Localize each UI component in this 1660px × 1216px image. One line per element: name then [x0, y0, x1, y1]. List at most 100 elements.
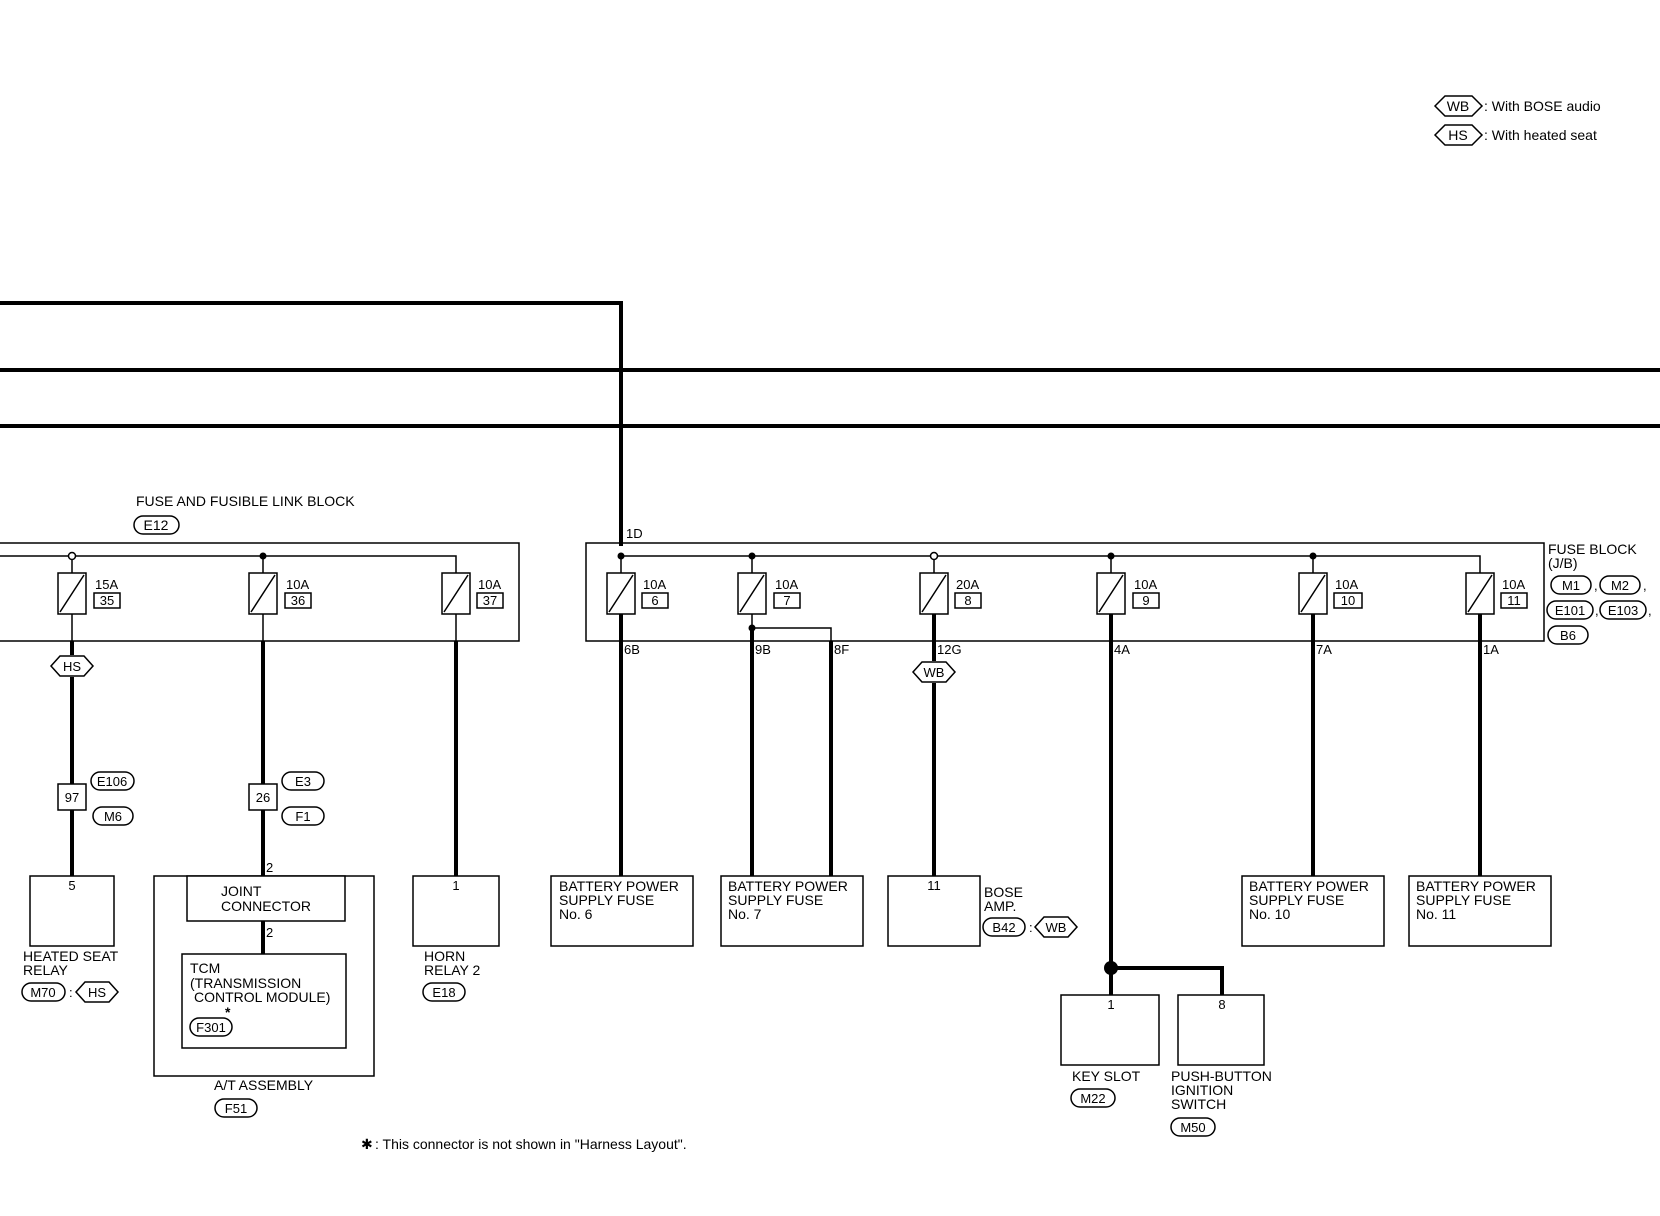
open-splice	[67, 551, 77, 561]
fuse-8-number: 8	[964, 593, 971, 608]
bat7-label-3: No. 7	[728, 906, 762, 922]
footnote-star: ✱	[361, 1136, 373, 1152]
bat11-label-3: No. 11	[1416, 906, 1456, 922]
fuse-9-number: 9	[1142, 593, 1149, 608]
fuse-link-block-title: FUSE AND FUSIBLE LINK BLOCK	[136, 493, 355, 509]
connector-f51: F51	[225, 1101, 247, 1116]
at-assembly: 2 JOINT CONNECTOR 2 TCM (TRANSMISSION CO…	[153, 860, 375, 1118]
horn-relay-label-2: RELAY 2	[424, 962, 481, 978]
connector-m6: M6	[104, 809, 122, 824]
legend-wb-tag: WB	[1447, 98, 1470, 114]
hs-option-tag: HS	[63, 659, 81, 674]
bat7-label-2: SUPPLY FUSE	[728, 892, 823, 908]
fuse-35-number: 35	[100, 593, 114, 608]
fuse-11-rating: 10A	[1502, 577, 1525, 592]
bat10-label-1: BATTERY POWER	[1249, 878, 1369, 894]
connector-e3: E3	[295, 774, 311, 789]
fuse-8-rating: 20A	[956, 577, 979, 592]
wb-tag-shape	[1433, 95, 1484, 117]
svg-text:,: ,	[1648, 603, 1652, 618]
terminal-7a: 7A	[1316, 642, 1332, 657]
bose-amp-label-2: AMP.	[984, 898, 1016, 914]
inline-pin-26: 26	[256, 790, 270, 805]
terminal-1a: 1A	[1483, 642, 1499, 657]
wb-option-tag: WB	[924, 665, 945, 680]
legend-hs-text: : With heated seat	[1484, 127, 1597, 143]
fuse-link-block-box	[0, 542, 520, 642]
inline-connectors: 97 E106 M6 26 E3 F1	[57, 771, 325, 826]
horn-relay-pin: 1	[452, 878, 459, 893]
at-pin-mid: 2	[266, 925, 273, 940]
horn-relay: 1 HORN RELAY 2 E18	[412, 875, 500, 1002]
bat11-label-2: SUPPLY FUSE	[1416, 892, 1511, 908]
connector-b6: B6	[1560, 628, 1576, 643]
push-button-label-2: IGNITION	[1171, 1082, 1233, 1098]
fuse-6-rating: 10A	[643, 577, 666, 592]
connector-e12: E12	[144, 517, 169, 533]
fuse-36-rating: 10A	[286, 577, 309, 592]
terminal-12g: 12G	[937, 642, 962, 657]
push-button-ignition-switch: 8 PUSH-BUTTON IGNITION SWITCH M50	[1170, 994, 1272, 1137]
splice-key-slot	[1104, 961, 1118, 975]
connector-m70: M70	[30, 985, 55, 1000]
svg-text:,: ,	[1594, 578, 1598, 593]
push-button-label-3: SWITCH	[1171, 1096, 1226, 1112]
tcm-star: *	[225, 1004, 231, 1020]
connector-m50: M50	[1180, 1120, 1205, 1135]
footnote-text: : This connector is not shown in "Harnes…	[375, 1136, 687, 1152]
bat7-label-1: BATTERY POWER	[728, 878, 848, 894]
bat11-label-1: BATTERY POWER	[1416, 878, 1536, 894]
push-button-pin: 8	[1218, 997, 1225, 1012]
separator: :	[1029, 920, 1033, 935]
fuse-36-number: 36	[291, 593, 305, 608]
splice-dot	[259, 552, 267, 560]
battery-supply-fuse-7: BATTERY POWER SUPPLY FUSE No. 7	[720, 875, 864, 947]
hs-tag-shape	[1433, 124, 1484, 146]
bose-amp-wb-tag: WB	[1046, 920, 1067, 935]
heated-seat-relay-label-2: RELAY	[23, 962, 69, 978]
legend-hs-tag: HS	[1448, 127, 1467, 143]
footnote: ✱ : This connector is not shown in "Harn…	[361, 1136, 687, 1152]
connector-b42: B42	[992, 920, 1015, 935]
terminal-4a: 4A	[1114, 642, 1130, 657]
separator: :	[69, 985, 73, 1000]
legend-wb-text: : With BOSE audio	[1484, 98, 1601, 114]
fuse-11-number: 11	[1507, 593, 1521, 608]
bat10-label-3: No. 10	[1249, 906, 1290, 922]
tcm-box	[181, 953, 347, 1049]
fuse-link-internal-bus	[0, 555, 457, 577]
connector-e18: E18	[432, 985, 455, 1000]
battery-supply-fuse-10: BATTERY POWER SUPPLY FUSE No. 10	[1241, 875, 1385, 947]
joint-connector-box	[186, 875, 346, 922]
inline-pin-97: 97	[65, 790, 79, 805]
terminal-1d: 1D	[626, 526, 643, 541]
bose-amp: 11 BOSE AMP. B42 : WB	[887, 875, 1079, 947]
heated-seat-relay-hs-tag: HS	[88, 985, 106, 1000]
fuse-37-number: 37	[483, 593, 497, 608]
connector-f301: F301	[196, 1020, 226, 1035]
fuse-6-number: 6	[651, 593, 658, 608]
connector-e106: E106	[97, 774, 127, 789]
legend: WB : With BOSE audio HS : With heated se…	[1433, 95, 1601, 146]
fuse-35-rating: 15A	[95, 577, 118, 592]
option-tags: HS WB	[49, 655, 957, 683]
tcm-label-1: TCM	[190, 960, 220, 976]
key-slot-pin: 1	[1107, 997, 1114, 1012]
fuse-block-box	[585, 542, 1545, 642]
bat6-label-3: No. 6	[559, 906, 593, 922]
push-button-label-1: PUSH-BUTTON	[1171, 1068, 1272, 1084]
fuse-link-block: FUSE AND FUSIBLE LINK BLOCK E12 15A 35 1…	[0, 493, 520, 642]
fuse-37-rating: 10A	[478, 577, 501, 592]
fuse-block-subtitle: (J/B)	[1548, 555, 1578, 571]
terminal-9b: 9B	[755, 642, 771, 657]
terminal-8f: 8F	[834, 642, 849, 657]
connector-e103: E103	[1608, 603, 1638, 618]
bat10-label-2: SUPPLY FUSE	[1249, 892, 1344, 908]
bose-amp-pin: 11	[927, 878, 941, 893]
horn-relay-label-1: HORN	[424, 948, 465, 964]
connector-m2: M2	[1611, 578, 1629, 593]
tcm-label-3: CONTROL MODULE)	[194, 989, 330, 1005]
fuse-10-number: 10	[1341, 593, 1355, 608]
fuse-block-internal-bus	[621, 555, 1481, 577]
